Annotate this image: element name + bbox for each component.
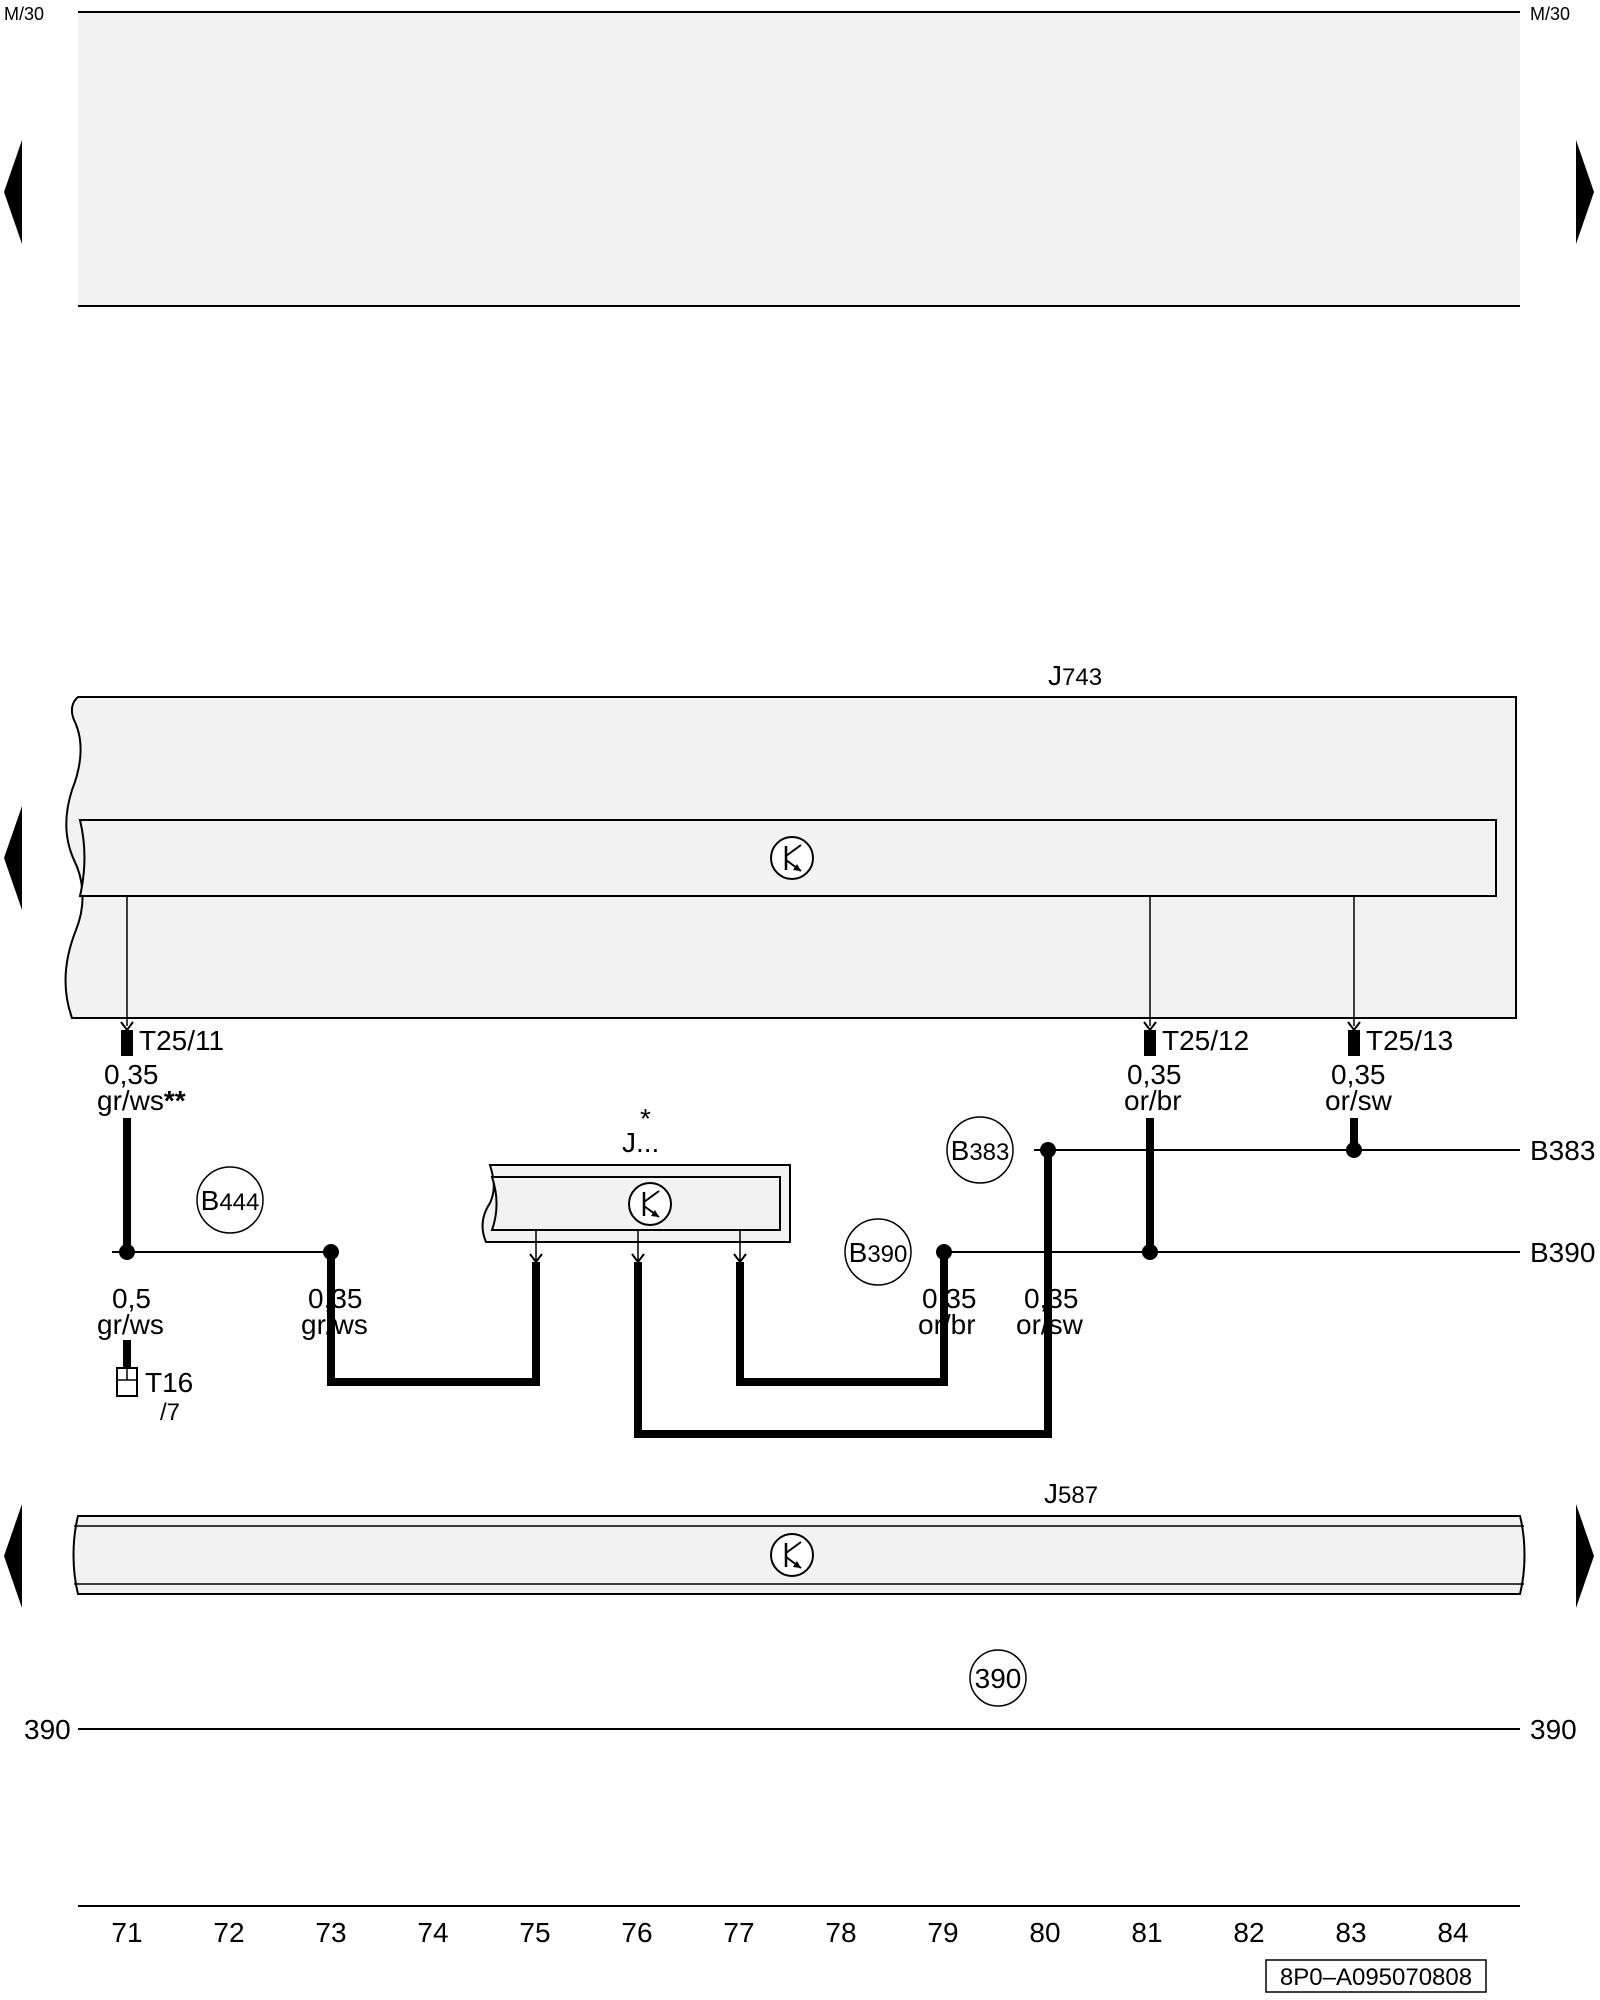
wire-80-size: 0,35 [1024, 1283, 1079, 1314]
wire-73-to-75 [327, 1254, 540, 1386]
svg-text:390: 390 [975, 1663, 1022, 1694]
rail-label-top-left: M/30 [4, 4, 44, 24]
column-number: 84 [1437, 1917, 1468, 1948]
continue-right-arrow-icon[interactable] [1576, 140, 1594, 244]
j-unknown-label: J... [622, 1127, 659, 1158]
j743-continue-left-arrow-icon[interactable] [4, 806, 22, 910]
connector-t16-sub: /7 [160, 1399, 180, 1426]
column-numbers: 71 72 73 74 75 76 77 78 79 80 81 82 83 84 [111, 1917, 1468, 1948]
column-number: 74 [417, 1917, 448, 1948]
j-unknown-star: * [640, 1103, 651, 1134]
j743-label: J743 [1048, 660, 1102, 691]
reference-box [1265, 1959, 1487, 1993]
rail-label-390-right: 390 [1530, 1714, 1577, 1745]
pin-t25-12-marker [1143, 1021, 1157, 1056]
pin-t25-13-label: T25/13 [1366, 1025, 1453, 1056]
rail-label-390-left: 390 [24, 1714, 71, 1745]
junction-73 [323, 1244, 339, 1260]
junction-71 [119, 1244, 135, 1260]
junction-81 [1142, 1244, 1158, 1260]
rail-label-top-right: M/30 [1530, 4, 1570, 24]
junction-79 [936, 1244, 952, 1260]
wire-71-top-color: gr/ws** [97, 1085, 186, 1116]
pin-t25-11-marker [120, 1021, 134, 1056]
bus-b390-label: B390 [1530, 1237, 1595, 1268]
connection-390-badge: 390 [969, 1649, 1027, 1707]
column-number: 83 [1335, 1917, 1366, 1948]
connector-t16-icon [116, 1367, 138, 1397]
column-number: 76 [621, 1917, 652, 1948]
pin-t25-11-label: T25/11 [139, 1025, 224, 1056]
wire-71-top-size: 0,35 [104, 1059, 159, 1090]
wire-71-bottom-color: gr/ws [97, 1309, 164, 1340]
connector-t16-label: T16 [145, 1367, 193, 1398]
wire-71-bottom-size: 0,5 [112, 1283, 151, 1314]
connection-b390-badge: B390 [844, 1218, 912, 1286]
wire-73-size: 0,35 [308, 1283, 363, 1314]
column-number: 73 [315, 1917, 346, 1948]
wire-80-color: or/sw [1016, 1309, 1084, 1340]
connection-b383-badge: B383 [946, 1116, 1014, 1184]
wire-79-color: or/br [918, 1309, 976, 1340]
wire-76-to-80 [634, 1152, 1052, 1438]
j587-continue-left-arrow-icon[interactable] [4, 1504, 22, 1608]
column-number: 82 [1233, 1917, 1264, 1948]
junction-80 [1040, 1142, 1056, 1158]
column-number: 75 [519, 1917, 550, 1948]
column-number: 77 [723, 1917, 754, 1948]
wire-83-color: or/sw [1325, 1085, 1393, 1116]
wire-83-size: 0,35 [1331, 1059, 1386, 1090]
junction-83 [1346, 1142, 1362, 1158]
reference-code: 8P0–A095070808 [1280, 1964, 1472, 1991]
top-panel [78, 12, 1520, 306]
column-number: 80 [1029, 1917, 1060, 1948]
pin-t25-12-label: T25/12 [1162, 1025, 1249, 1056]
continue-left-arrow-icon[interactable] [4, 140, 22, 244]
bus-b383-label: B383 [1530, 1135, 1595, 1166]
column-number: 79 [927, 1917, 958, 1948]
svg-text:B383: B383 [951, 1135, 1010, 1166]
j-unknown-transistor-icon [628, 1182, 672, 1226]
svg-text:B390: B390 [849, 1237, 908, 1268]
j743-transistor-icon [770, 836, 814, 880]
column-number: 78 [825, 1917, 856, 1948]
wire-81-size: 0,35 [1127, 1059, 1182, 1090]
wire-77-to-79 [736, 1254, 948, 1386]
pin-t25-13-marker [1347, 1021, 1361, 1056]
column-number: 71 [111, 1917, 142, 1948]
column-number: 81 [1131, 1917, 1162, 1948]
wire-79-size: 0,35 [922, 1283, 977, 1314]
wire-73-color: gr/ws [301, 1309, 368, 1340]
j587-transistor-icon [770, 1533, 814, 1577]
svg-text:B444: B444 [201, 1185, 260, 1216]
column-number: 72 [213, 1917, 244, 1948]
wire-81-color: or/br [1124, 1085, 1182, 1116]
connection-b444-badge: B444 [196, 1166, 264, 1234]
j587-continue-right-arrow-icon[interactable] [1576, 1504, 1594, 1608]
j587-label: J587 [1044, 1478, 1098, 1509]
